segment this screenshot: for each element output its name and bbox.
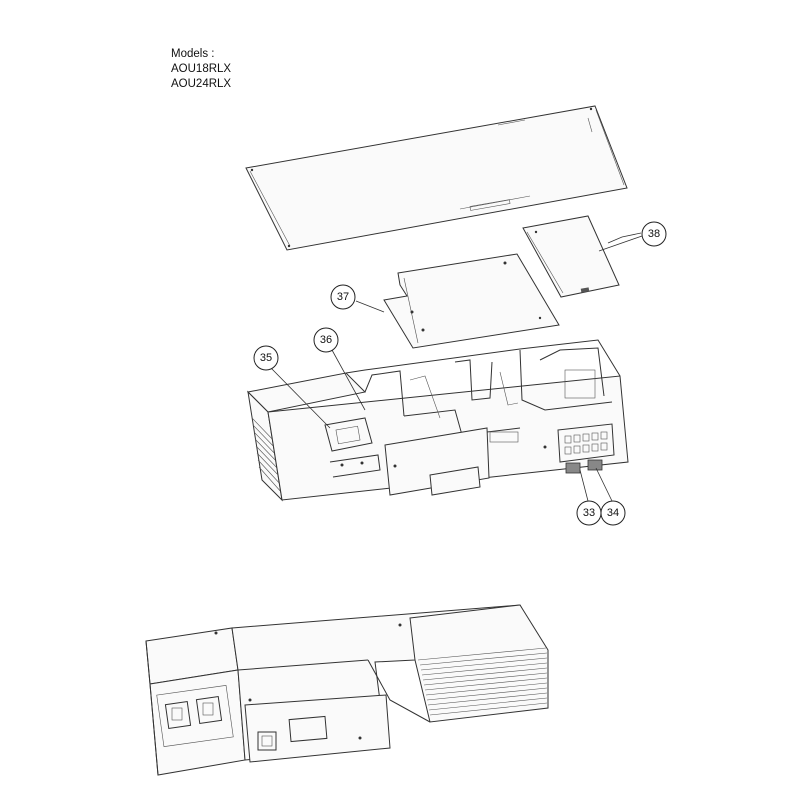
callout-33-label: 33 [583,507,595,519]
callout-36-label: 36 [320,334,332,346]
assembled-unit-view [145,604,549,776]
model-item-1: AOU18RLX [171,63,232,75]
callout-35-label: 35 [260,352,272,364]
callout-34-label: 34 [607,507,619,519]
callout-36: 36 [313,327,339,353]
main-chassis-assembly [246,339,629,502]
callout-38: 38 [641,221,667,247]
callout-33: 33 [576,500,602,526]
callout-37-label: 37 [337,291,349,303]
top-cover-panel [245,105,628,251]
callout-leaders [270,232,643,502]
callout-38-label: 38 [648,228,660,240]
callout-35: 35 [253,345,279,371]
models-heading: Models : [171,48,215,60]
part-38-board [522,215,620,298]
callout-34: 34 [600,500,626,526]
models-label-block: Models : AOU18RLX AOU24RLX [171,47,231,92]
part-37-plate [383,253,560,349]
callout-37: 37 [330,284,356,310]
model-item-2: AOU24RLX [171,78,232,90]
